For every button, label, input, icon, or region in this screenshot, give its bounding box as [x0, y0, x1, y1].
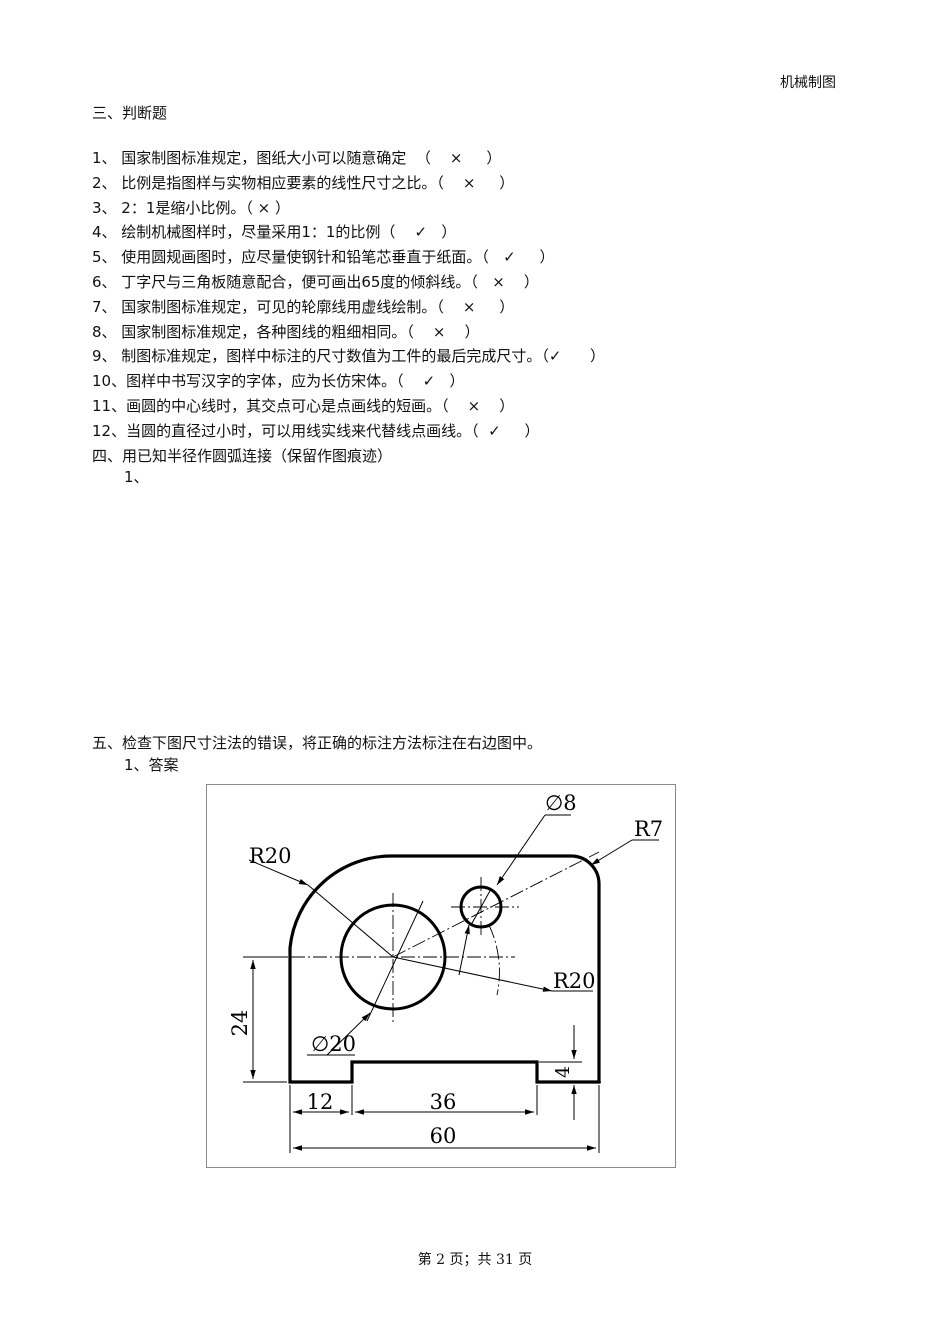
- dimension-drawing-figure: ∅8 R7 R20 R20 ∅20 24 4 12 36 60: [206, 784, 676, 1168]
- section-5-title: 五、检查下图尺寸注法的错误，将正确的标注方法标注在右边图中。: [92, 734, 543, 752]
- d8-leader-top: [496, 814, 546, 886]
- section-5-item-1: 1、答案: [124, 756, 179, 774]
- label-r20-top: R20: [249, 844, 292, 868]
- question-5: 5、 使用圆规画图时，应尽量使钢针和铅笔芯垂直于纸面。（ ✓ ）: [92, 248, 555, 267]
- part-outline: [288, 854, 601, 1084]
- label-d20: ∅20: [311, 1032, 356, 1056]
- r7-leader: [590, 839, 633, 866]
- question-7: 7、 国家制图标准规定，可见的轮廓线用虚线绘制。（ × ）: [92, 297, 515, 316]
- label-60: 60: [430, 1124, 457, 1148]
- section-4-title: 四、用已知半径作圆弧连接（保留作图痕迹）: [92, 446, 393, 465]
- r20-right-leader: [392, 956, 553, 992]
- label-r20-right: R20: [553, 969, 596, 993]
- question-1: 1、 国家制图标准规定，图纸大小可以随意确定 （ × ）: [92, 149, 502, 167]
- section-3-title: 三、判断题: [92, 104, 168, 122]
- question-11: 11、画圆的中心线时，其交点可心是点画线的短画。（ × ）: [92, 396, 515, 415]
- label-24: 24: [228, 1010, 252, 1037]
- question-4: 4、 绘制机械图样时，尽量采用1：1的比例（ ✓ ）: [92, 223, 457, 242]
- mechanical-drawing: ∅8 R7 R20 R20 ∅20 24 4 12 36 60: [228, 791, 663, 1153]
- question-3: 3、 2：1是缩小比例。（ × ）: [92, 198, 291, 217]
- question-8: 8、 国家制图标准规定，各种图线的粗细相同。（ × ）: [92, 322, 480, 341]
- d20-leader: [326, 1012, 371, 1056]
- d20-diameter-line: [366, 900, 424, 1022]
- true-false-question-list: 1、 国家制图标准规定，图纸大小可以随意确定 （ × ） 2、 比例是指图样与实…: [92, 146, 605, 468]
- question-6: 6、 丁字尺与三角板随意配合，便可画出65度的倾斜线。（ × ）: [92, 272, 539, 291]
- question-2: 2、 比例是指图样与实物相应要素的线性尺寸之比。（ × ）: [92, 173, 515, 192]
- d8-diameter-line: [470, 888, 492, 926]
- r20-top-leader: [248, 859, 309, 886]
- label-r7: R7: [634, 817, 663, 841]
- label-12: 12: [307, 1090, 334, 1114]
- question-9: 9、 制图标准规定，图样中标注的尺寸数值为工件的最后完成尺寸。（✓ ）: [92, 347, 605, 366]
- label-d8: ∅8: [545, 791, 577, 815]
- label-36: 36: [430, 1090, 457, 1114]
- d8-leader-bottom: [458, 924, 470, 976]
- question-10: 10、图样中书写汉字的字体，应为长仿宋体。（ ✓ ）: [92, 372, 465, 391]
- label-4: 4: [552, 1066, 574, 1078]
- section-4-item-1: 1、: [124, 468, 149, 486]
- center-lines: [247, 851, 600, 1022]
- question-12: 12、当圆的直径过小时，可以用线实线来代替线点画线。（ ✓ ）: [92, 421, 540, 440]
- page-footer: 第 2 页；共 31 页: [417, 1252, 533, 1268]
- running-header: 机械制图: [780, 75, 836, 91]
- r20-top-radius: [307, 884, 394, 958]
